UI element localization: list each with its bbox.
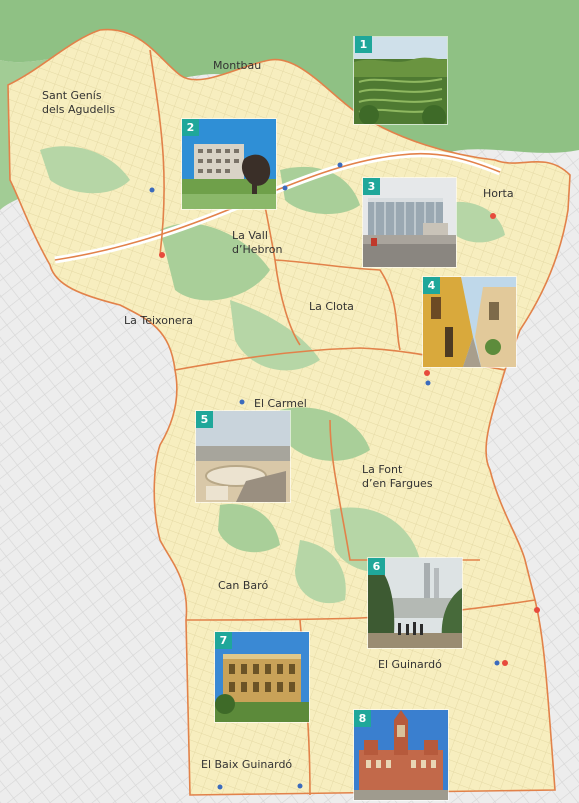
marker-4-badge: 4 (423, 277, 440, 294)
metro-stops (159, 213, 540, 666)
label-el-guinardo: El Guinardó (378, 658, 442, 671)
label-montbau: Montbau (213, 59, 262, 72)
label-la-teixonera: La Teixonera (124, 314, 193, 327)
park-viewpoint-visitors-photo[interactable] (368, 558, 462, 648)
label-el-baix-guinardo: El Baix Guinardó (201, 758, 293, 771)
marker-5-badge: 5 (196, 411, 213, 428)
marker-6-badge: 6 (368, 558, 385, 575)
marker-8-badge: 8 (354, 710, 371, 727)
label-vall-hebron: La Vall d’Hebron (232, 229, 283, 256)
marker-1-badge: 1 (355, 36, 372, 53)
label-can-baro: Can Baró (218, 579, 269, 592)
old-village-street-photo[interactable] (423, 277, 516, 367)
label-font-den-fargues: La Font d’en Fargues (362, 463, 433, 490)
label-la-clota: La Clota (309, 300, 354, 313)
historic-palace-photo[interactable] (215, 632, 309, 722)
marker-7-badge: 7 (215, 632, 232, 649)
label-horta: Horta (483, 187, 514, 200)
label-sant-genis: Sant Genís dels Agudells (42, 89, 116, 116)
marker-2-badge: 2 (182, 119, 199, 136)
label-el-carmel: El Carmel (254, 397, 307, 410)
marker-3-badge: 3 (363, 178, 380, 195)
transit-stops (149, 162, 500, 790)
